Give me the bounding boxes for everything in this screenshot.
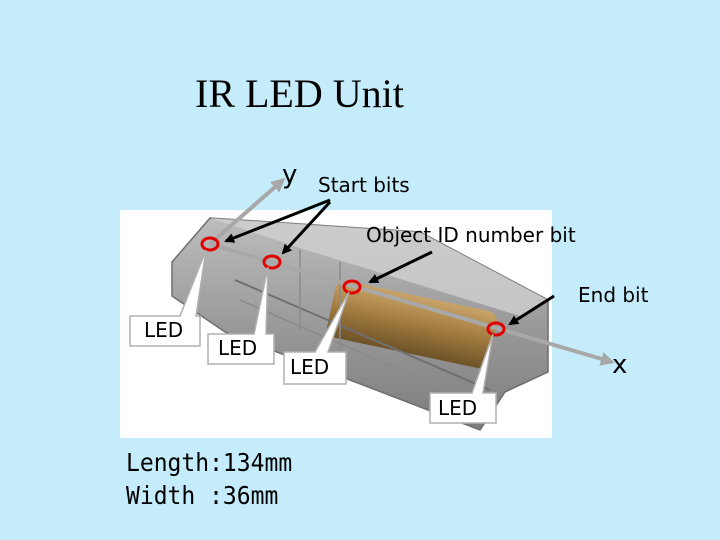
- led-callout-label-4: LED: [438, 396, 477, 420]
- x-axis-label: x: [612, 350, 627, 380]
- led-callout-label-1: LED: [144, 318, 183, 342]
- width-text: Width :36mm: [126, 479, 292, 512]
- start-bits-label: Start bits: [318, 173, 410, 197]
- y-axis-label: y: [282, 160, 297, 190]
- end-bit-label: End bit: [578, 283, 648, 307]
- led-callout-label-2: LED: [218, 336, 257, 360]
- led-callout-label-3: LED: [290, 355, 329, 379]
- length-text: Length:134mm: [126, 446, 292, 479]
- object-id-label: Object ID number bit: [366, 223, 576, 247]
- dimensions-block: Length:134mm Width :36mm: [126, 446, 292, 512]
